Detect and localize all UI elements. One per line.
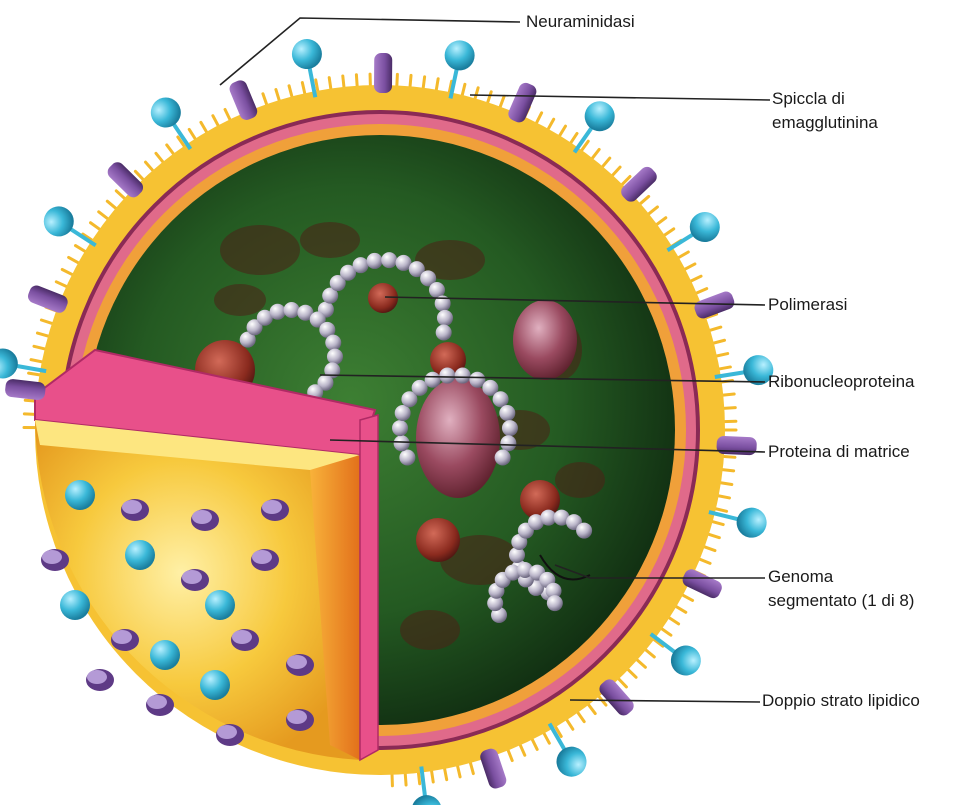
spike-body xyxy=(26,283,70,314)
leader-doppio-strato xyxy=(570,700,760,702)
ribonucleoprotein-shadow xyxy=(214,284,266,316)
stalk xyxy=(550,724,567,753)
ribonucleoprotein-bead xyxy=(499,405,515,421)
label-doppio-strato: Doppio strato lipidico xyxy=(762,690,920,713)
label-ribonucleoproteina: Ribonucleoproteina xyxy=(768,371,915,394)
ribonucleoprotein-bead xyxy=(325,335,341,351)
hemagglutinin-spike xyxy=(716,436,757,456)
spike-body xyxy=(478,747,508,791)
hemagglutinin-highlight xyxy=(122,500,142,514)
label-spiccola-line2: emagglutinina xyxy=(772,112,878,135)
ribonucleoprotein-bead xyxy=(439,368,455,384)
head xyxy=(665,639,707,681)
ribonucleoprotein-bead xyxy=(502,420,518,436)
hemagglutinin-highlight xyxy=(87,670,107,684)
neuraminidase-head xyxy=(205,590,235,620)
hemagglutinin-highlight xyxy=(232,630,252,644)
hemagglutinin-highlight xyxy=(217,725,237,739)
ribonucleoprotein-bead xyxy=(436,324,452,340)
head xyxy=(579,95,621,137)
head xyxy=(733,504,769,540)
ribonucleoprotein-bead xyxy=(327,349,343,365)
neuraminidase-head xyxy=(60,590,90,620)
ribonucleoprotein-shadow xyxy=(400,610,460,650)
ribonucleoprotein-bead xyxy=(495,450,511,466)
head xyxy=(684,206,725,247)
ribonucleoprotein-bead xyxy=(493,391,509,407)
hemagglutinin-highlight xyxy=(252,550,272,564)
ribonucleoprotein-shadow xyxy=(555,462,605,498)
hemagglutinin-spike xyxy=(680,567,724,600)
ribonucleoprotein-bead xyxy=(425,372,441,388)
ribonucleoprotein-bead xyxy=(270,304,286,320)
spike-body xyxy=(227,78,259,122)
ribonucleoprotein-shadow xyxy=(220,225,300,275)
hemagglutinin-highlight xyxy=(287,710,307,724)
hemagglutinin-highlight xyxy=(147,695,167,709)
hemagglutinin-highlight xyxy=(262,500,282,514)
ribonucleoprotein-bead xyxy=(367,253,383,269)
ribonucleoprotein-bead xyxy=(392,420,408,436)
hemagglutinin-spike xyxy=(227,78,259,122)
stalk xyxy=(67,227,96,246)
ribonucleoprotein-bead xyxy=(353,257,369,273)
polymerase-complex xyxy=(513,300,577,380)
ribonucleoprotein-bead xyxy=(437,310,453,326)
neuraminidase-head xyxy=(200,670,230,700)
head xyxy=(38,201,79,242)
hemagglutinin-spike xyxy=(506,81,538,125)
ribonucleoprotein-bead xyxy=(381,252,397,268)
ribonucleoprotein-shadow xyxy=(300,222,360,258)
hemagglutinin-highlight xyxy=(112,630,132,644)
label-genoma-line1: Genoma xyxy=(768,566,833,589)
hemagglutinin-highlight xyxy=(182,570,202,584)
label-spiccola-line1: Spiccla di xyxy=(772,88,845,111)
spike-body xyxy=(680,567,724,600)
ribonucleoprotein-bead xyxy=(395,405,411,421)
label-proteina-matrice: Proteina di matrice xyxy=(768,441,910,464)
cutaway-wedge xyxy=(35,350,378,760)
stalk xyxy=(171,121,190,149)
spike-body xyxy=(716,436,757,456)
cutaway-edge-pink xyxy=(360,415,378,760)
stalk xyxy=(667,232,696,250)
hemagglutinin-highlight xyxy=(42,550,62,564)
ribonucleoprotein-bead xyxy=(547,595,563,611)
hemagglutinin-highlight xyxy=(287,655,307,669)
hemagglutinin-spike xyxy=(26,283,70,314)
stalk xyxy=(651,634,678,654)
head xyxy=(442,38,478,74)
ribonucleoprotein-bead xyxy=(576,523,592,539)
ribonucleoprotein-bead xyxy=(284,302,300,318)
hemagglutinin-highlight xyxy=(192,510,212,524)
neuraminidase-head xyxy=(65,480,95,510)
head xyxy=(551,741,592,782)
hemagglutinin-spike xyxy=(374,53,392,93)
polymerase-complex xyxy=(416,378,500,498)
hemagglutinin-spike xyxy=(478,747,508,791)
label-genoma-line2: segmentato (1 di 8) xyxy=(768,590,914,613)
head xyxy=(145,92,187,134)
head xyxy=(0,346,20,381)
ribonucleoprotein-bead xyxy=(399,450,415,466)
head xyxy=(410,793,443,805)
ribonucleoprotein-bead xyxy=(394,435,410,451)
neuraminidase-head xyxy=(150,640,180,670)
neuraminidase-head xyxy=(125,540,155,570)
head xyxy=(289,36,324,71)
ribonucleoprotein-bead xyxy=(500,435,516,451)
ribonucleoprotein-bead xyxy=(455,368,471,384)
polymerase xyxy=(368,283,398,313)
polymerase xyxy=(416,518,460,562)
spike-body xyxy=(374,53,392,93)
spike-body xyxy=(506,81,538,125)
label-neuraminidasi: Neuraminidasi xyxy=(526,11,635,34)
label-polimerasi: Polimerasi xyxy=(768,294,847,317)
